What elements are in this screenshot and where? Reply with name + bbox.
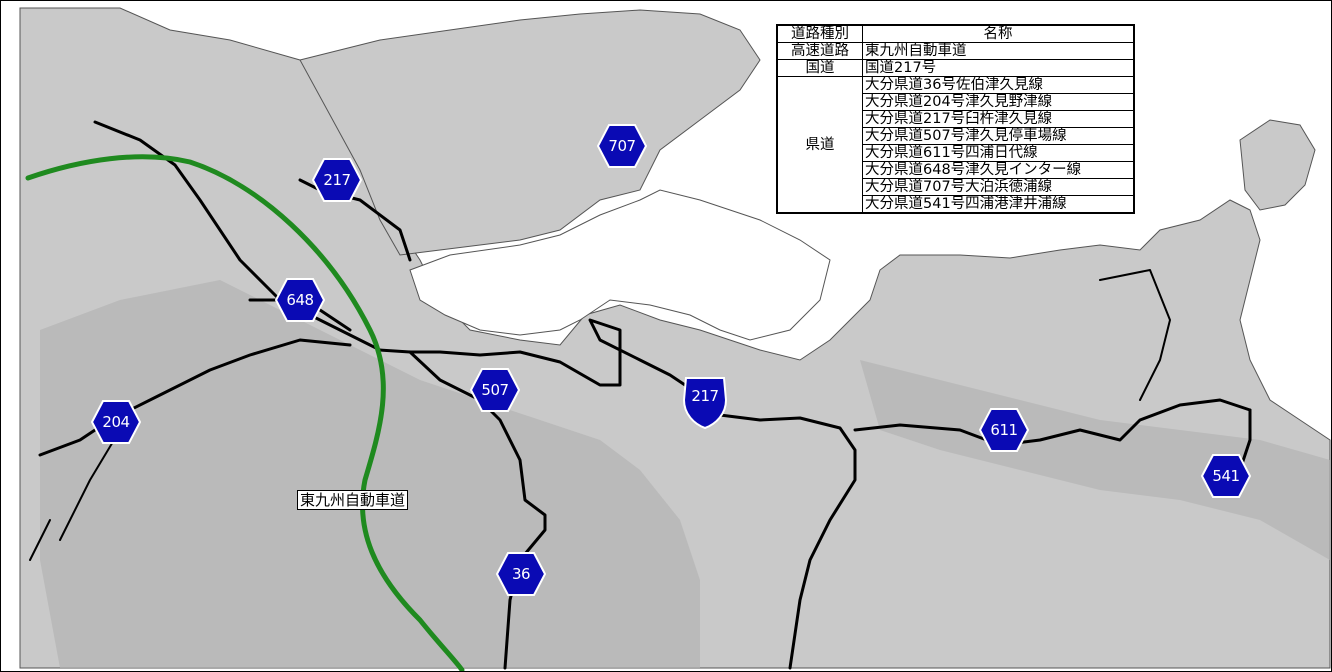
hexagon-shield-icon (597, 124, 647, 168)
coast-road-east (1099, 269, 1171, 401)
legend-category: 国道 (776, 59, 863, 77)
route-611-line (853, 398, 1252, 447)
land-relief-east (860, 360, 1330, 560)
road-legend-table: 道路種別 名称 高速道路 東九州自動車道 国道 国道217号 県道 大分県道36… (776, 24, 1135, 214)
route-shield-number: 217 (691, 387, 719, 405)
route-shield-36: 36 (496, 552, 546, 596)
route-shield-number: 217 (323, 171, 351, 189)
route-217-pref-line (298, 178, 412, 262)
hexagon-shield-icon (470, 368, 520, 412)
route-shield-541: 541 (1201, 454, 1251, 498)
legend-row-prefectural: 大分県道707号大泊浜徳浦線 (777, 178, 1135, 196)
legend-row-prefectural: 大分県道541号四浦港津井浦線 (777, 195, 1135, 214)
legend-header-row: 道路種別 名称 (776, 24, 1135, 43)
route-shield-number: 648 (286, 291, 314, 309)
legend-road-name: 大分県道707号大泊浜徳浦線 (862, 178, 1135, 196)
route-shield-number: 541 (1212, 467, 1240, 485)
legend-road-name: 大分県道541号四浦港津井浦線 (862, 195, 1135, 214)
route-shield-204: 204 (91, 400, 141, 444)
hexagon-shield-icon (91, 400, 141, 444)
legend-road-name: 大分県道611号四浦日代線 (862, 144, 1135, 162)
bay-water (409, 189, 831, 341)
route-shield-number: 36 (511, 565, 531, 583)
expressway-line (25, 154, 465, 672)
land-east-island (1239, 119, 1316, 211)
legend-header-name: 名称 (862, 24, 1135, 43)
route-shield-217-national: 217 (680, 374, 730, 430)
route-shield-217-prefectural: 217 (312, 158, 362, 202)
hexagon-shield-icon (312, 158, 362, 202)
legend-row-expressway: 高速道路 東九州自動車道 (776, 42, 1135, 60)
legend-road-name: 大分県道217号臼杵津久見線 (862, 110, 1135, 128)
legend-header-category: 道路種別 (776, 24, 863, 43)
national-route-shield-icon (682, 377, 728, 430)
legend-road-name: 国道217号 (862, 59, 1135, 77)
hexagon-shield-icon (496, 552, 546, 596)
legend-row-prefectural: 大分県道611号四浦日代線 (777, 144, 1135, 162)
hexagon-shield-icon (979, 408, 1029, 452)
route-shield-number: 204 (102, 413, 130, 431)
hexagon-shield-icon (275, 278, 325, 322)
legend-category: 高速道路 (776, 42, 863, 60)
legend-road-name: 大分県道36号佐伯津久見線 (862, 76, 1135, 94)
expressway-map-label: 東九州自動車道 (297, 490, 409, 510)
legend-row-national: 国道 国道217号 (776, 59, 1135, 77)
legend-road-name: 大分県道204号津久見野津線 (862, 93, 1135, 111)
route-shield-707: 707 (597, 124, 647, 168)
legend-road-name: 大分県道648号津久見インター線 (862, 161, 1135, 179)
legend-road-name: 東九州自動車道 (862, 42, 1135, 60)
legend-road-name: 大分県道507号津久見停車場線 (862, 127, 1135, 145)
coast-road-west (29, 429, 121, 561)
route-shield-number: 611 (990, 421, 1018, 439)
route-shield-number: 507 (481, 381, 509, 399)
legend-category: 県道 (776, 76, 863, 214)
hexagon-shield-icon (1201, 454, 1251, 498)
route-shield-number: 707 (608, 137, 636, 155)
route-shield-507: 507 (470, 368, 520, 412)
legend-row-prefectural: 県道 大分県道36号佐伯津久見線 (776, 76, 1135, 214)
route-shield-648: 648 (275, 278, 325, 322)
land-north-peninsula (299, 9, 761, 256)
route-shield-611: 611 (979, 408, 1029, 452)
legend-row-prefectural: 大分県道507号津久見停車場線 (777, 127, 1135, 145)
route-204-line (38, 338, 352, 457)
